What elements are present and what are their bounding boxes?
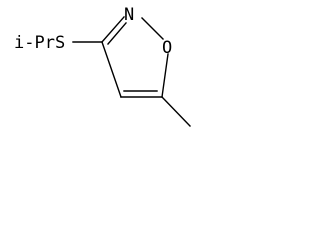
- c4-c3-bond: [101, 41, 122, 98]
- c5-methyl-bond: [161, 96, 191, 127]
- o-c5-bond: [161, 53, 169, 98]
- nitrogen-atom-label: N: [124, 5, 134, 25]
- c3-n-bond: [101, 16, 125, 43]
- n-o-bond: [141, 17, 164, 40]
- isoxazole-structure-diagram: i-PrS N O: [14, 5, 191, 127]
- isopropylthio-label: i-PrS: [14, 33, 65, 53]
- oxygen-atom-label: O: [162, 38, 172, 58]
- c3-n-double-bond-line: [107, 22, 127, 45]
